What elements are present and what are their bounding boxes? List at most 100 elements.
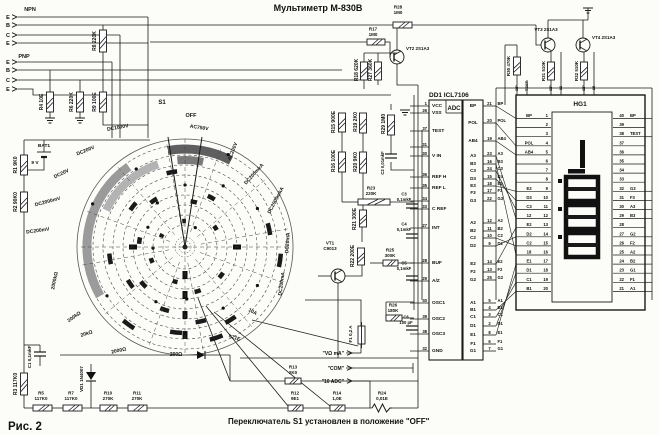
label-pnp_e2: E [6, 87, 10, 93]
seg-label-F3: F3 [470, 190, 476, 195]
label-npn_b: B [6, 23, 10, 29]
resistor-hatch [374, 199, 386, 205]
dial-contact [194, 288, 202, 295]
seg-num-20: 20 [487, 118, 492, 123]
seg-wire-label-F1: F1 [498, 339, 504, 344]
label-r27: R27 360K [368, 58, 374, 81]
display-right-num-26: 26 [619, 240, 624, 245]
chip-pin-num-38: 38 [422, 329, 427, 334]
display-right-num-25: 25 [619, 250, 624, 255]
display-left-num-8: 8 [546, 177, 549, 182]
wire [24, 157, 45, 171]
display-right-num-29: 29 [619, 213, 624, 218]
label-r18: R18 620K [354, 58, 360, 81]
label-r15: R15 900E [331, 110, 337, 133]
display-right-label-BP: BP [630, 113, 636, 118]
resistor-hatch [334, 405, 340, 411]
label-dc20ma: DC20mA [284, 232, 291, 254]
chip-pin-label-REFL: REF L [432, 185, 446, 191]
label-line: 0,1mkF [397, 197, 412, 202]
transistor [540, 37, 556, 53]
label-s1: S1 [158, 100, 166, 106]
label-line: 0,01E [376, 396, 388, 401]
resistor-hatch [293, 378, 299, 384]
label-w12: 12 [558, 85, 563, 90]
resistor-hatch [390, 260, 396, 266]
seg-num-2: 2 [488, 321, 491, 326]
label-line: 1,0E [332, 396, 341, 401]
resistor [387, 114, 395, 136]
terminal-arrow [11, 14, 19, 20]
chip-pin-num-29: 29 [422, 276, 427, 281]
bus-wire [495, 122, 517, 146]
resistor-hatch [359, 118, 367, 126]
label-dc20v: DC20V [53, 168, 71, 181]
display-right-label-G1: G1 [630, 268, 636, 273]
resistor-hatch [359, 162, 367, 170]
label-line: VT1 [326, 240, 335, 245]
dial-dot [255, 283, 259, 288]
dial-dot [193, 226, 197, 230]
terminal-arrow [346, 350, 354, 356]
resistor-hatch [46, 102, 54, 110]
chip-pin-label-TEST: TEST [432, 128, 444, 134]
seg-label-G3: G3 [470, 198, 477, 203]
seg-num-15: 15 [487, 174, 492, 179]
terminal-arrow [11, 86, 19, 92]
resistor-hatch [99, 97, 107, 105]
seg-wire-label-D2: D2 [498, 241, 504, 246]
seg-wire-label-D1: D1 [498, 321, 504, 326]
label-r29: R29 1M0 [381, 114, 387, 135]
display-left-num-10: 10 [543, 195, 548, 200]
seg-label-C2: C2 [470, 235, 476, 240]
seg-num-10: 10 [487, 233, 492, 238]
transistor-lead [579, 46, 588, 52]
resistor [359, 209, 367, 228]
seg-num-14: 14 [487, 259, 492, 264]
dial-dot [226, 153, 230, 157]
seg-wire-label-A2: A2 [498, 218, 504, 223]
chip-pin-label-VCC: VCC [432, 103, 443, 109]
display-right-num-38: 38 [619, 131, 624, 136]
resistor [329, 404, 346, 412]
label-line: 117K0 [64, 396, 78, 401]
seg-num-7: 7 [488, 346, 491, 351]
resistor-hatch [108, 405, 115, 411]
chip-seg-body [462, 99, 484, 361]
dial-dot [221, 306, 225, 310]
seg-wire-label-G2: G2 [498, 275, 504, 280]
terminal-arrow [11, 40, 19, 46]
display-left-num-1: 1 [546, 113, 549, 118]
label-r1: R1 9K0 [13, 156, 19, 173]
label-a10: 10A [247, 307, 258, 317]
labels-layer: Мультиметр М-830В Переключатель S1 устан… [6, 3, 641, 433]
wire [251, 319, 359, 347]
dial-spoke [187, 262, 204, 352]
resistor [99, 91, 107, 113]
label-npn: NPN [24, 7, 36, 13]
seg-wire-label-B3: B3 [498, 159, 504, 164]
bus-wire [495, 170, 517, 210]
resistor-hatch [359, 158, 367, 166]
label-r32: R32 510K [574, 60, 579, 81]
chip-pin-num-27: 27 [422, 223, 427, 228]
chip-pin-label-OSC2: OSC2 [432, 316, 445, 322]
display-right-label-F2: F2 [630, 240, 636, 245]
label-line: R7 [68, 390, 74, 395]
dial-dot [221, 184, 225, 188]
label-r20: R20 9K0 [353, 152, 359, 172]
display-left-num-5: 5 [546, 149, 549, 154]
resistor [357, 247, 365, 266]
dial-spoke [200, 228, 290, 245]
resistor-hatch [76, 97, 84, 105]
resistor-hatch [357, 256, 365, 263]
resistor-hatch [20, 165, 28, 173]
dial-contact [265, 222, 273, 236]
terminal-arrow [346, 378, 354, 384]
resistor-hatch [68, 405, 76, 411]
display-left-num-15: 15 [543, 240, 548, 245]
resistor [374, 61, 382, 81]
seg-num-25: 25 [487, 275, 492, 280]
